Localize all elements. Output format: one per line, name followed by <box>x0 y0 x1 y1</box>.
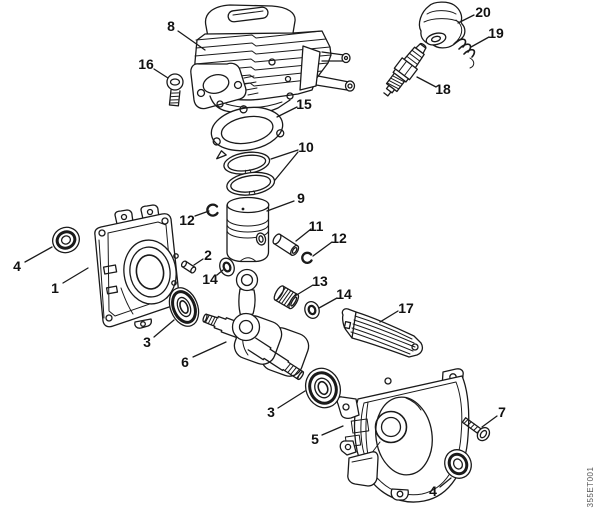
spark-plug-boot <box>418 1 466 49</box>
crankcase-half-left <box>94 204 180 329</box>
callout-16: 16 <box>138 56 154 72</box>
leader-15 <box>276 106 298 118</box>
leader-19 <box>470 36 490 48</box>
leader-12-right <box>312 241 333 257</box>
crankshaft <box>202 268 310 381</box>
leader-8 <box>177 30 206 51</box>
leader-12-left <box>194 210 210 217</box>
ball-bearing-left <box>168 287 200 327</box>
leader-3-right <box>277 390 306 409</box>
leader-14-left <box>216 269 224 276</box>
cylinder <box>190 4 356 115</box>
leader-13 <box>294 284 314 297</box>
leader-9 <box>266 200 295 212</box>
callout-3-right: 3 <box>267 404 275 420</box>
leader-16 <box>153 68 169 79</box>
crankcase-half-right <box>336 368 470 503</box>
callout-18: 18 <box>435 81 451 97</box>
washer-right <box>304 301 320 319</box>
callout-4-right: 4 <box>429 483 437 499</box>
circlip-right <box>301 251 313 264</box>
leader-14-right <box>318 297 338 309</box>
callout-1: 1 <box>51 280 59 296</box>
callout-10: 10 <box>298 139 314 155</box>
leader-7 <box>481 415 498 428</box>
callout-labels: 8 16 20 19 18 15 10 9 12 11 12 4 1 2 14 … <box>13 4 506 499</box>
cylinder-gasket <box>210 105 285 160</box>
cylinder-screw <box>166 73 184 107</box>
leader-17 <box>379 310 399 323</box>
callout-14-right: 14 <box>336 286 352 302</box>
callout-12-left: 12 <box>179 212 195 228</box>
leader-11 <box>295 228 312 242</box>
spark-plug <box>383 42 427 97</box>
leader-4-left <box>24 246 53 263</box>
leader-lines <box>24 14 498 488</box>
callout-17: 17 <box>398 300 414 316</box>
needle-bearing-cage <box>273 285 300 310</box>
callout-9: 9 <box>297 190 305 206</box>
leader-2 <box>193 258 204 266</box>
piston <box>226 196 270 263</box>
leader-18 <box>416 76 437 88</box>
circlip-left <box>206 203 219 217</box>
callout-15: 15 <box>296 96 312 112</box>
leader-5 <box>321 425 344 436</box>
washer-left <box>219 257 235 277</box>
callout-2: 2 <box>204 247 212 263</box>
oil-seal-left <box>52 226 80 254</box>
cooling-baffle <box>341 308 424 358</box>
leader-1 <box>62 267 89 284</box>
callout-19: 19 <box>488 25 504 41</box>
callout-4-left: 4 <box>13 258 21 274</box>
ball-bearing-right <box>304 367 342 409</box>
dowel-pin <box>180 260 197 274</box>
oil-seal-right <box>444 449 472 479</box>
piston-pin <box>272 233 300 256</box>
leader-4-right <box>439 477 452 488</box>
callout-8: 8 <box>167 18 175 34</box>
leader-3-left <box>153 319 175 338</box>
callout-3-left: 3 <box>143 334 151 350</box>
callout-6: 6 <box>181 354 189 370</box>
leader-10b <box>274 151 299 181</box>
boot-spring <box>453 38 476 69</box>
callout-5: 5 <box>311 431 319 447</box>
callout-13: 13 <box>312 273 328 289</box>
callout-7: 7 <box>498 404 506 420</box>
crankcase-screw <box>461 417 491 442</box>
callout-20: 20 <box>475 4 491 20</box>
callout-14-left: 14 <box>202 271 218 287</box>
callout-12-right: 12 <box>331 230 347 246</box>
leader-20 <box>457 14 475 24</box>
piston-ring-set <box>223 151 276 196</box>
figure-code: 355ET001 <box>586 466 595 507</box>
leader-6 <box>192 341 227 358</box>
callout-11: 11 <box>309 218 324 234</box>
leader-10a <box>270 149 299 160</box>
